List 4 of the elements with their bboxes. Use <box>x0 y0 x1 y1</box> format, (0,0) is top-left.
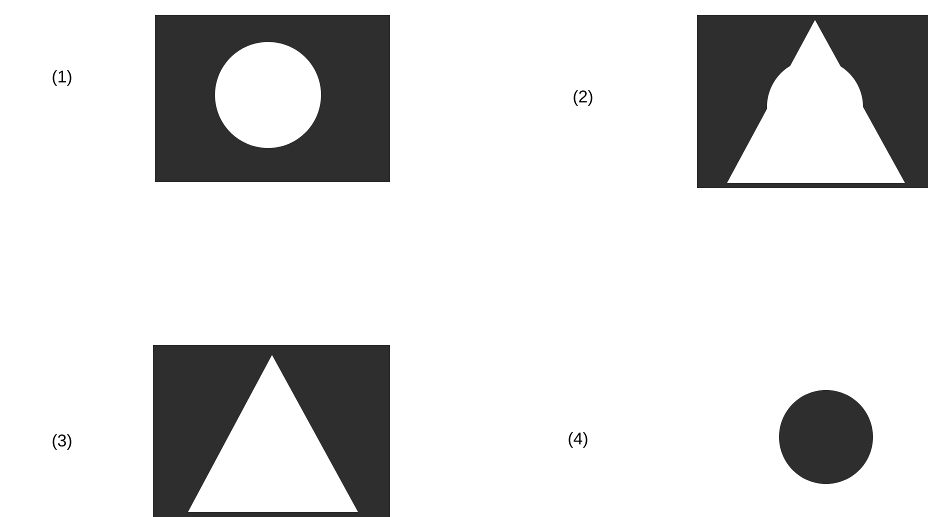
figure-number: (2) <box>574 90 592 106</box>
figure-number: (3) <box>52 434 72 450</box>
figure-number: (1) <box>52 70 72 86</box>
figure-number: (4) <box>568 432 588 448</box>
